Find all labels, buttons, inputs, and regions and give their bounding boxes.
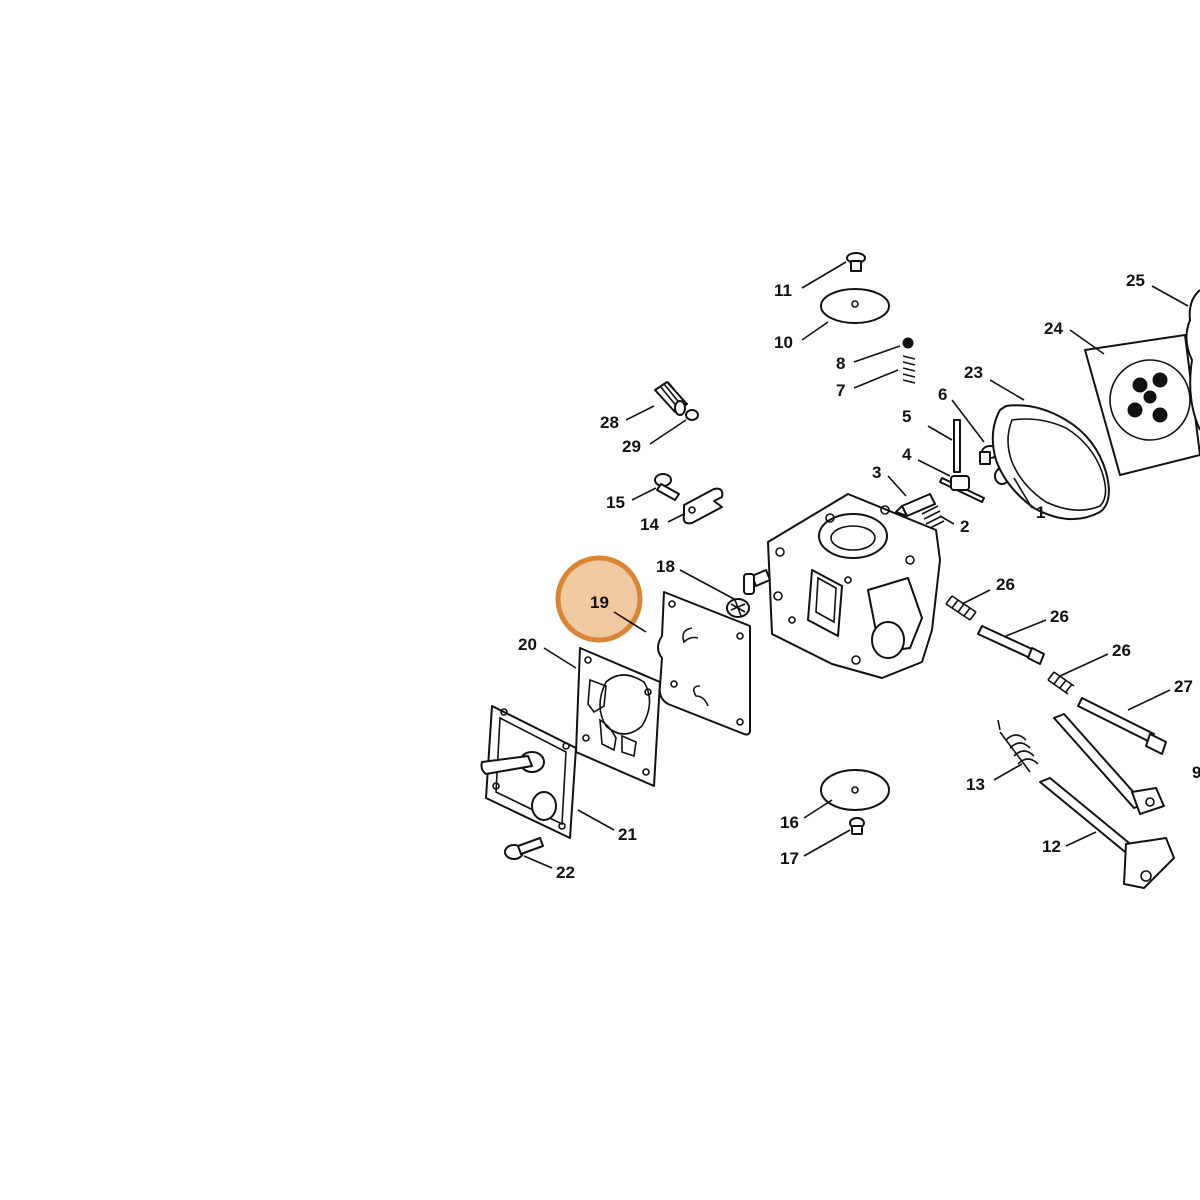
part-26-spring-upper[interactable] xyxy=(945,595,977,621)
part-26-spring-lower[interactable] xyxy=(1047,671,1075,695)
callout-9: 9 xyxy=(1192,763,1200,782)
part-22-screw[interactable] xyxy=(504,837,544,860)
part-17-screw[interactable] xyxy=(849,817,865,835)
highlight-ring[interactable] xyxy=(555,555,643,643)
part-21-cover[interactable] xyxy=(480,705,577,839)
callout-22: 22 xyxy=(556,863,575,882)
callout-4: 4 xyxy=(902,445,912,464)
callout-19: 19 xyxy=(590,593,609,612)
callout-1: 1 xyxy=(1036,503,1045,522)
callout-26-upper: 26 xyxy=(996,575,1015,594)
callout-5: 5 xyxy=(902,407,911,426)
part-28-adjusting-screw[interactable] xyxy=(1077,697,1167,755)
callout-13: 13 xyxy=(966,775,985,794)
part-14-plate[interactable] xyxy=(682,487,724,525)
part-24-pump-diaphragm[interactable] xyxy=(1084,334,1200,476)
part-7-spring[interactable] xyxy=(902,355,916,384)
part-15-screw[interactable] xyxy=(654,473,680,501)
callout-12: 12 xyxy=(1042,837,1061,856)
part-3-inlet-needle[interactable] xyxy=(895,493,936,517)
callout-10: 10 xyxy=(774,333,793,352)
part-4-inlet-lever[interactable] xyxy=(939,475,985,503)
part-9-shaft[interactable] xyxy=(1053,713,1165,815)
callout-16: 16 xyxy=(780,813,799,832)
callout-labels: 11 10 8 7 28 29 15 14 5 6 4 3 2 1 23 24 … xyxy=(518,271,1200,882)
part-19-metering-diaphragm[interactable] xyxy=(657,591,751,736)
callout-21: 21 xyxy=(618,825,637,844)
callout-24: 24 xyxy=(1044,319,1063,338)
callout-18: 18 xyxy=(656,557,675,576)
part-16-throttle-plate[interactable] xyxy=(820,769,890,811)
callout-26-lower: 26 xyxy=(1112,641,1131,660)
callout-17: 17 xyxy=(780,849,799,868)
callout-28: 27 xyxy=(1174,677,1193,696)
part-8-ball[interactable] xyxy=(902,337,914,349)
leader-lines xyxy=(523,261,1189,869)
callout-30: 29 xyxy=(622,437,641,456)
callout-11: 11 xyxy=(774,281,792,300)
callout-29: 28 xyxy=(600,413,619,432)
carburetor-body[interactable] xyxy=(743,493,941,679)
part-30-washer[interactable] xyxy=(685,409,699,421)
callout-7: 7 xyxy=(836,381,845,400)
callout-15: 15 xyxy=(606,493,625,512)
part-12-throttle-shaft[interactable] xyxy=(1039,777,1175,889)
callout-3: 3 xyxy=(872,463,881,482)
callout-2: 2 xyxy=(960,517,969,536)
callout-27: 26 xyxy=(1050,607,1069,626)
callout-6: 6 xyxy=(938,385,947,404)
callout-23: 23 xyxy=(964,363,983,382)
callout-20: 20 xyxy=(518,635,537,654)
part-10-cover-disc[interactable] xyxy=(820,288,890,324)
part-29-adjusting-screw[interactable] xyxy=(654,381,688,416)
part-11-screw[interactable] xyxy=(846,252,866,272)
part-20-gasket[interactable] xyxy=(575,647,661,787)
part-27-adjusting-screw[interactable] xyxy=(977,625,1045,665)
callout-14: 14 xyxy=(640,515,659,534)
part-13-torsion-spring[interactable] xyxy=(997,719,1039,773)
part-5-pin[interactable] xyxy=(953,419,961,473)
part-2-spring[interactable] xyxy=(921,505,945,530)
part-23-gasket[interactable] xyxy=(991,404,1110,521)
part-18-strainer[interactable] xyxy=(726,598,750,618)
callout-8: 8 xyxy=(836,354,845,373)
part-25-pump-cover[interactable] xyxy=(1185,289,1200,431)
callout-25: 25 xyxy=(1126,271,1145,290)
